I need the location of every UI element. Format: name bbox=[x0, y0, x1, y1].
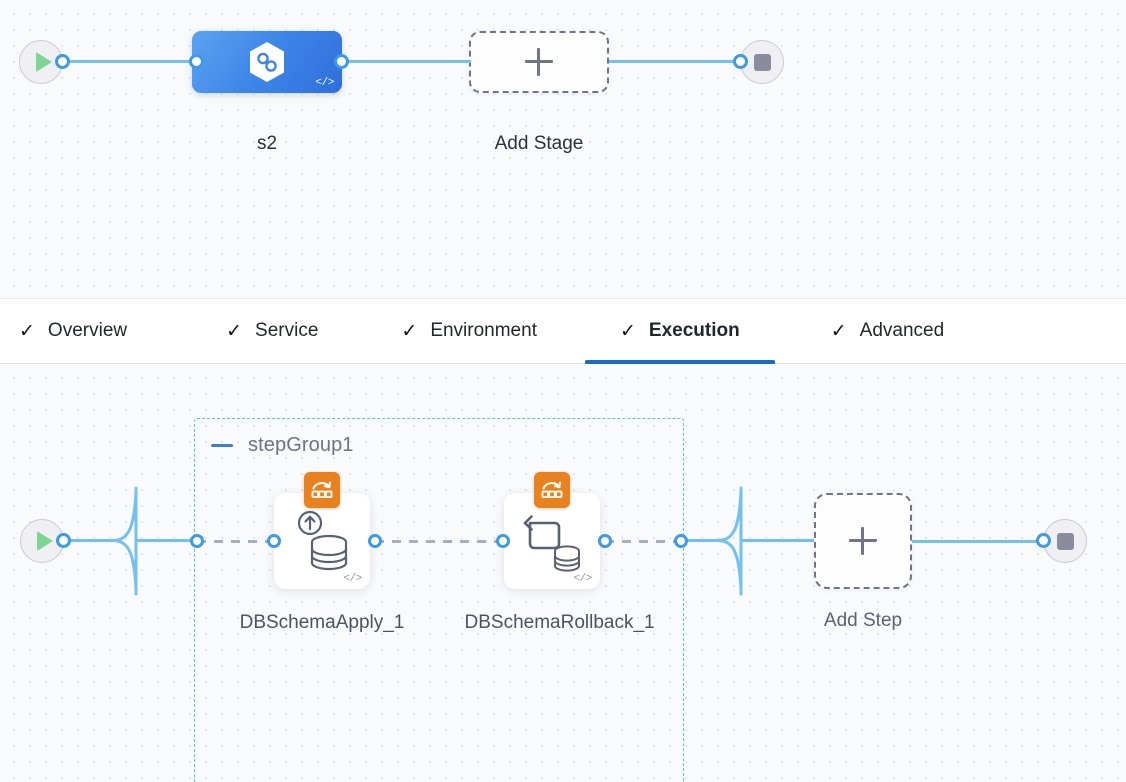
plus-icon bbox=[525, 48, 553, 76]
tab-environment[interactable]: ✓ Environment bbox=[401, 298, 537, 364]
stage-code-badge[interactable]: </> bbox=[315, 77, 334, 89]
step-group-title: stepGroup1 bbox=[248, 434, 354, 456]
link-group-to-addstep bbox=[679, 486, 815, 596]
step1-code-badge[interactable]: </> bbox=[343, 573, 362, 585]
step-label-DBSchemaApply_1: DBSchemaApply_1 bbox=[239, 612, 405, 633]
tab-execution-label: Execution bbox=[648, 320, 740, 341]
tab-service[interactable]: ✓ Service bbox=[226, 298, 318, 364]
tab-environment-label: Environment bbox=[430, 320, 537, 341]
link-addstage-to-end bbox=[609, 60, 747, 63]
add-stage-button[interactable] bbox=[469, 31, 609, 93]
step-group-header[interactable]: stepGroup1 bbox=[211, 434, 354, 457]
stage-label-s2: s2 bbox=[256, 133, 278, 154]
execution-canvas[interactable]: stepGroup1 bbox=[0, 364, 1126, 782]
db-schema-badge-icon bbox=[534, 472, 570, 508]
execution-start-output-port[interactable] bbox=[56, 533, 71, 548]
stage-input-port[interactable] bbox=[189, 54, 204, 69]
tab-advanced[interactable]: ✓ Advanced bbox=[831, 298, 944, 364]
hexagon-infinity-icon bbox=[248, 41, 286, 83]
step-label-DBSchemaRollback_1: DBSchemaRollback_1 bbox=[464, 612, 655, 633]
link-start-to-stage bbox=[62, 60, 198, 63]
step-node-DBSchemaApply_1[interactable]: </> bbox=[274, 472, 370, 589]
step2-output-port[interactable] bbox=[598, 534, 612, 548]
stage-node-s2[interactable]: </> bbox=[192, 31, 342, 93]
link-addstep-to-end bbox=[912, 539, 1042, 543]
check-icon: ✓ bbox=[226, 320, 243, 342]
step1-output-port[interactable] bbox=[368, 534, 382, 548]
check-icon: ✓ bbox=[401, 320, 418, 342]
link-stage-to-addstage bbox=[341, 60, 471, 63]
stop-icon bbox=[1056, 532, 1074, 550]
database-apply-icon bbox=[287, 506, 357, 576]
check-icon: ✓ bbox=[830, 320, 847, 342]
step-group-stepGroup1[interactable] bbox=[194, 418, 684, 782]
link-start-to-group bbox=[60, 486, 199, 596]
stage-config-tabs: ✓ Overview ✓ Service ✓ Environment ✓ Exe… bbox=[0, 298, 1126, 364]
stage-output-port[interactable] bbox=[334, 54, 349, 69]
add-step-button[interactable] bbox=[814, 493, 912, 589]
check-icon: ✓ bbox=[19, 320, 35, 342]
execution-end-input-port[interactable] bbox=[1036, 533, 1051, 548]
add-step-label: Add Step bbox=[823, 610, 903, 631]
add-stage-label: Add Stage bbox=[494, 133, 584, 154]
database-rollback-icon bbox=[517, 506, 587, 576]
tab-overview-label: Overview bbox=[47, 320, 128, 341]
step1-input-port[interactable] bbox=[267, 534, 281, 548]
group-output-port[interactable] bbox=[674, 534, 688, 548]
step2-input-port[interactable] bbox=[496, 534, 510, 548]
start-output-port[interactable] bbox=[55, 54, 70, 69]
minus-icon[interactable] bbox=[211, 443, 233, 448]
tab-advanced-label: Advanced bbox=[859, 320, 945, 341]
end-input-port[interactable] bbox=[733, 54, 748, 69]
link-group-to-step1 bbox=[197, 539, 270, 543]
plus-icon bbox=[849, 527, 877, 555]
play-icon bbox=[36, 531, 53, 551]
stage-canvas[interactable]: </> s2 Add Stage bbox=[0, 0, 1126, 298]
link-step1-to-step2 bbox=[375, 539, 498, 543]
step2-code-badge[interactable]: </> bbox=[573, 573, 592, 585]
link-step2-to-group-out bbox=[605, 539, 675, 543]
check-icon: ✓ bbox=[619, 320, 636, 342]
play-icon bbox=[35, 52, 52, 72]
step-node-DBSchemaRollback_1[interactable]: </> bbox=[504, 472, 600, 589]
db-schema-badge-icon bbox=[304, 472, 340, 508]
tab-service-label: Service bbox=[255, 320, 319, 341]
group-input-port[interactable] bbox=[190, 534, 204, 548]
tab-execution[interactable]: ✓ Execution bbox=[585, 298, 775, 364]
tab-overview[interactable]: ✓ Overview bbox=[19, 298, 127, 364]
stop-icon bbox=[753, 53, 771, 71]
